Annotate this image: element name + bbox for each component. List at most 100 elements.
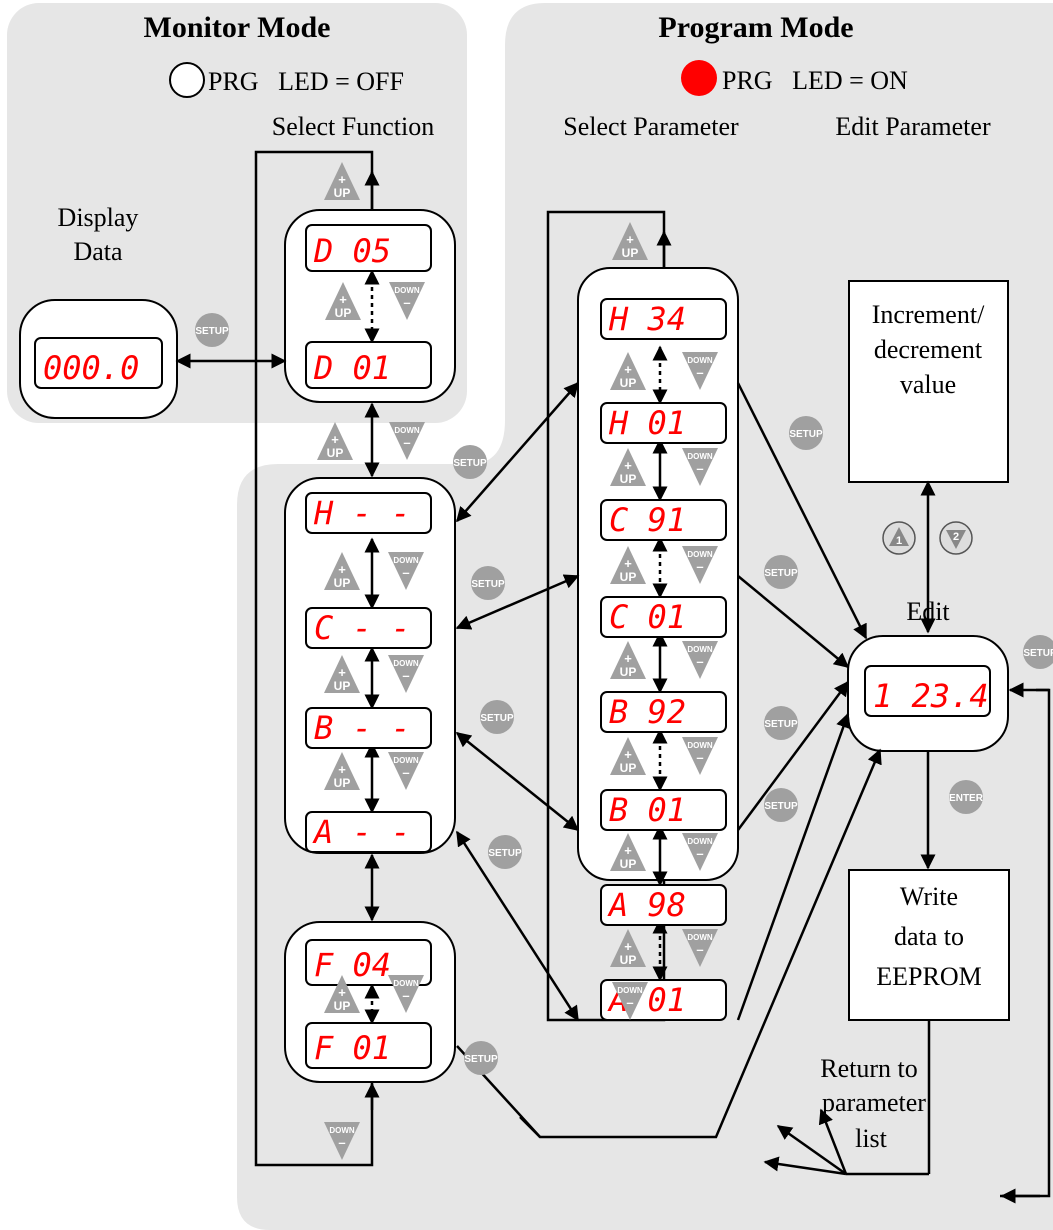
svg-text:ENTER: ENTER — [949, 793, 984, 804]
svg-text:–: – — [696, 846, 703, 861]
setup-key-icon: SETUP — [471, 566, 505, 600]
up-key-icon: +UP — [324, 655, 360, 693]
svg-text:+: + — [624, 747, 632, 762]
scroll-dotted-lines — [364, 269, 668, 1025]
setup-key-icon: SETUP — [453, 445, 487, 479]
scroll-solid-lines — [364, 438, 668, 887]
setup-key-icon: SETUP — [1023, 635, 1053, 669]
svg-text:UP: UP — [620, 761, 637, 775]
svg-text:SETUP: SETUP — [764, 568, 798, 579]
monitor-mode-title: Monitor Mode — [144, 11, 331, 44]
display-data-label-line2: Data — [73, 237, 123, 266]
down-key-icon: DOWN– — [324, 1122, 360, 1160]
setup-key-icon: SETUP — [488, 835, 522, 869]
svg-text:SETUP: SETUP — [464, 1054, 498, 1065]
up-key-icon: +UP — [317, 422, 353, 460]
up-key-icon: +UP — [610, 737, 646, 775]
svg-text:A 98: A 98 — [607, 886, 686, 924]
parameter-display-c01: C 01 — [600, 596, 727, 638]
function-display-d05: D 05 — [305, 224, 432, 272]
increment-text-line2: decrement — [874, 335, 983, 364]
function-display-d01: D 01 — [305, 341, 432, 389]
group-display-b: B - - — [305, 707, 432, 749]
svg-text:SETUP: SETUP — [764, 719, 798, 730]
prg-led-off-icon — [169, 62, 205, 98]
parameter-display-c91: C 91 — [600, 499, 727, 541]
svg-text:–: – — [696, 365, 703, 380]
svg-text:DOWN: DOWN — [687, 837, 713, 846]
svg-text:SETUP: SETUP — [480, 713, 514, 724]
led-off-label: PRG LED = OFF — [208, 67, 404, 96]
setup-key-icon: SETUP — [464, 1041, 498, 1075]
svg-text:–: – — [403, 435, 410, 450]
svg-text:F 04: F 04 — [314, 946, 391, 984]
svg-text:+: + — [339, 292, 347, 307]
svg-text:UP: UP — [620, 665, 637, 679]
svg-text:UP: UP — [335, 306, 352, 320]
f-display-f04: F 04 — [305, 939, 432, 986]
select-parameter-label: Select Parameter — [563, 112, 739, 141]
svg-text:SETUP: SETUP — [764, 801, 798, 812]
svg-text:+: + — [338, 172, 346, 187]
parameter-display-b92: B 92 — [600, 691, 727, 733]
return-text-line3: list — [855, 1124, 888, 1153]
svg-text:UP: UP — [620, 570, 637, 584]
up-key-icon: +UP — [610, 546, 646, 584]
down-key-icon: DOWN– — [682, 448, 718, 486]
svg-text:SETUP: SETUP — [471, 579, 505, 590]
svg-text:UP: UP — [327, 446, 344, 460]
setup-key-icon: SETUP — [195, 313, 229, 347]
svg-text:–: – — [696, 750, 703, 765]
setup-key-icon: SETUP — [764, 555, 798, 589]
up-key-icon: +UP — [610, 929, 646, 967]
svg-text:UP: UP — [620, 472, 637, 486]
parameter-display-b01: B 01 — [600, 789, 727, 831]
group-display-h: H - - — [305, 492, 432, 534]
svg-text:C 01: C 01 — [609, 598, 686, 636]
svg-text:B - -: B - - — [314, 709, 410, 747]
parameter-group-list — [284, 477, 456, 854]
down-key-icon: DOWN– — [388, 752, 424, 790]
up-key-icon: +UP — [325, 282, 361, 320]
group-display-c: C - - — [305, 607, 432, 649]
f-display-f01: F 01 — [305, 1022, 432, 1069]
svg-text:F 01: F 01 — [314, 1029, 391, 1067]
svg-text:–: – — [402, 565, 409, 580]
down-key-icon: DOWN– — [682, 546, 718, 584]
svg-text:B 01: B 01 — [609, 791, 686, 829]
svg-text:+: + — [626, 232, 634, 247]
program-mode-title: Program Mode — [658, 11, 853, 44]
svg-text:1: 1 — [896, 535, 902, 547]
svg-text:UP: UP — [334, 999, 351, 1013]
write-text-line1: Write — [900, 882, 958, 911]
svg-text:H - -: H - - — [313, 494, 410, 532]
up-key-icon: +UP — [324, 975, 360, 1013]
setup-key-icon: SETUP — [789, 416, 823, 450]
return-text-line2: parameter — [822, 1088, 926, 1117]
prg-led-on-icon — [681, 60, 717, 96]
svg-text:H 01: H 01 — [608, 404, 686, 442]
up-key-icon: +UP — [324, 162, 360, 200]
led-on-label: PRG LED = ON — [722, 66, 908, 95]
svg-text:DOWN: DOWN — [393, 556, 419, 565]
setup-key-icon: SETUP — [764, 706, 798, 740]
increment-text-line1: Increment/ — [872, 300, 985, 329]
setup-key-icon: SETUP — [764, 788, 798, 822]
svg-text:–: – — [403, 295, 410, 310]
svg-text:DOWN: DOWN — [394, 426, 420, 435]
write-text-line2: data to — [894, 922, 964, 951]
edit-parameter-label: Edit Parameter — [835, 112, 991, 141]
down-key-icon: DOWN– — [388, 655, 424, 693]
down-key-icon: DOWN– — [682, 833, 718, 871]
svg-text:+: + — [338, 762, 346, 777]
decrement-key-icon: 2 — [939, 521, 973, 555]
svg-text:SETUP: SETUP — [453, 458, 487, 469]
up-key-icon: +UP — [324, 552, 360, 590]
svg-text:+: + — [338, 562, 346, 577]
svg-text:C 91: C 91 — [609, 501, 686, 539]
svg-text:DOWN: DOWN — [687, 550, 713, 559]
svg-text:H 34: H 34 — [608, 300, 686, 338]
svg-text:1 23.4: 1 23.4 — [873, 677, 989, 715]
return-text-line1: Return to — [820, 1054, 918, 1083]
